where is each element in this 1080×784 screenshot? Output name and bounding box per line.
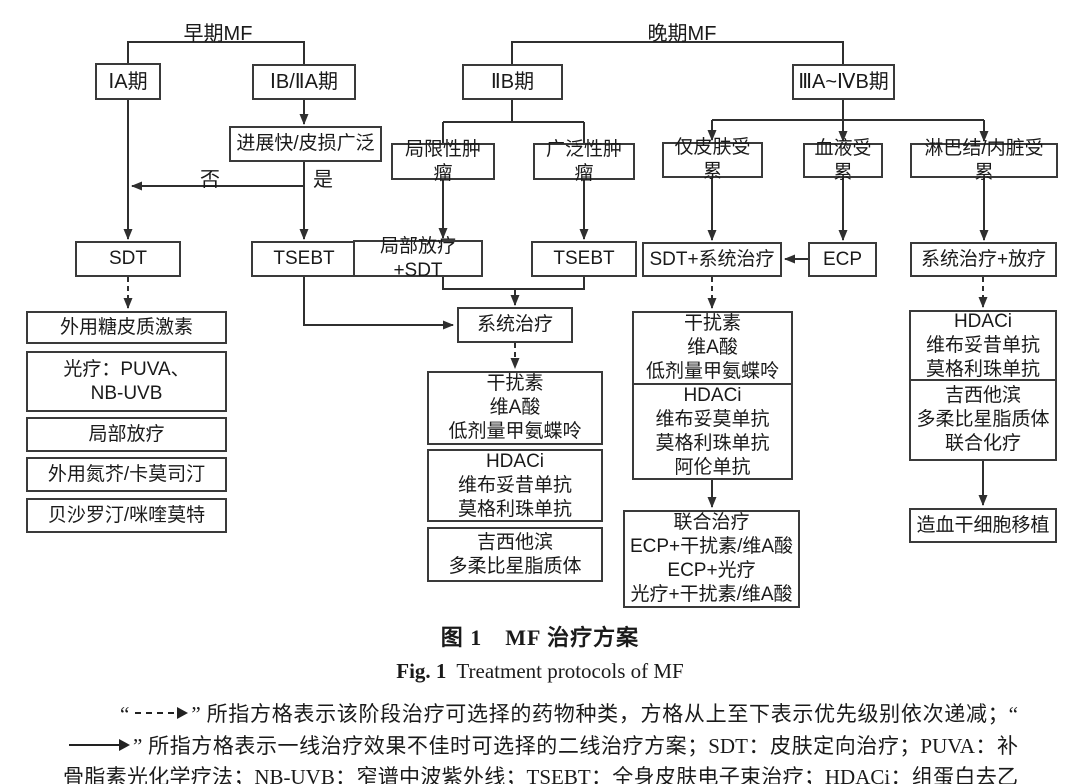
footnote-close-quote-2: ”: [133, 733, 143, 758]
node-mid-drugs-1: 干扰素 维A酸 低剂量甲氨蝶呤: [427, 371, 603, 445]
caption-en: Fig. 1 Treatment protocols of MF: [0, 659, 1080, 684]
node-sdt-systemic: SDT+系统治疗: [642, 242, 782, 277]
early-mf-label: 早期MF: [183, 23, 253, 45]
footnote-segment-2: 所指方格表示一线治疗效果不佳时可选择的二线治疗方案；SDT：皮肤定向治疗；PUV…: [63, 733, 1018, 784]
node-stage-ia: ⅠA期: [95, 63, 161, 100]
node-stage-iib: ⅡB期: [462, 64, 563, 100]
node-sdt: SDT: [75, 241, 181, 277]
dashed-arrow-icon: [135, 707, 189, 720]
node-local-rt-sdt: 局部放疗+SDT: [353, 236, 483, 281]
yes-label: 是: [313, 169, 333, 191]
node-tsebt-1: TSEBT: [251, 241, 357, 277]
node-phototherapy: 光疗：PUVA、 NB-UVB: [26, 351, 227, 412]
node-rapid-progress: 进展快/皮损广泛: [229, 126, 382, 162]
solid-arrow-icon: [69, 738, 130, 751]
node-nitrogen-mustard: 外用氮芥/卡莫司汀: [26, 457, 227, 492]
node-combination-therapy: 联合治疗 ECP+干扰素/维A酸 ECP+光疗 光疗+干扰素/维A酸: [623, 510, 800, 608]
connector-lines: [123, 41, 989, 508]
node-mid-drugs-3: 吉西他滨 多柔比星脂质体: [427, 527, 603, 582]
footnote-open-quote-1: “: [120, 702, 130, 726]
node-topical-steroid: 外用糖皮质激素: [26, 311, 227, 344]
node-ecp: ECP: [808, 242, 877, 277]
no-label: 否: [200, 169, 220, 191]
node-blood-involved: 血液受累: [803, 138, 883, 183]
node-stage-ib-iia: ⅠB/ⅡA期: [252, 64, 356, 100]
node-local-rt: 局部放疗: [26, 417, 227, 452]
late-mf-label: 晚期MF: [647, 23, 717, 45]
footnote-segment-1: 所指方格表示该阶段治疗可选择的药物种类，方格从上至下表示优先级别依次递减；: [200, 702, 1009, 726]
node-adv-drugs-2: HDACi 维布妥莫单抗 莫格利珠单抗 阿伦单抗: [632, 383, 793, 480]
node-skin-only: 仅皮肤受累: [662, 137, 763, 182]
footnote-open-quote-2: “: [1008, 702, 1018, 726]
footnote-close-quote-1: ”: [191, 702, 201, 726]
node-right-drugs-2: 吉西他滨 多柔比星脂质体 联合化疗: [909, 379, 1057, 461]
node-extensive-tumor: 广泛性肿瘤: [533, 139, 635, 184]
figure-caption: 图 1 MF 治疗方案 Fig. 1 Treatment protocols of…: [0, 620, 1080, 684]
caption-zh: 图 1 MF 治疗方案: [440, 625, 640, 650]
node-hsct: 造血干细胞移植: [909, 508, 1057, 543]
node-mid-drugs-2: HDACi 维布妥昔单抗 莫格利珠单抗: [427, 449, 603, 522]
node-adv-drugs-1: 干扰素 维A酸 低剂量甲氨蝶呤: [632, 311, 793, 385]
node-lymph-visceral: 淋巴结/内脏受累: [910, 138, 1058, 183]
figure-footnote: “” 所指方格表示该阶段治疗可选择的药物种类，方格从上至下表示优先级别依次递减；…: [63, 699, 1018, 784]
node-right-drugs-1: HDACi 维布妥昔单抗 莫格利珠单抗: [909, 310, 1057, 381]
node-bexarotene-imiquimod: 贝沙罗汀/咪喹莫特: [26, 498, 227, 533]
node-localized-tumor: 局限性肿瘤: [391, 139, 495, 184]
node-stage-iiia-ivb: ⅢA~ⅣB期: [792, 64, 895, 100]
node-systemic-therapy: 系统治疗: [457, 307, 573, 343]
node-tsebt-2: TSEBT: [531, 241, 637, 277]
caption-en-text: Treatment protocols of MF: [456, 659, 684, 683]
node-systemic-rt: 系统治疗+放疗: [910, 242, 1057, 277]
caption-en-fig-label: Fig. 1: [396, 659, 447, 683]
